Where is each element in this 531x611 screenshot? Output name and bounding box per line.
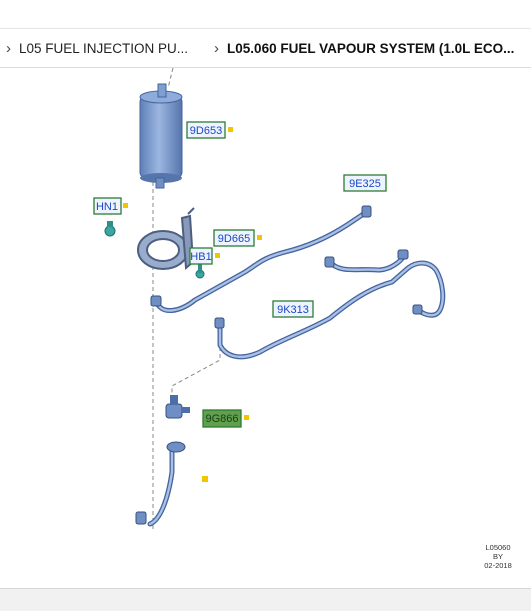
chevron-right-icon: › — [214, 39, 220, 57]
clip-hn1[interactable] — [104, 221, 116, 237]
callout-9g866[interactable]: 9G866 — [202, 409, 249, 428]
unlabeled-part-marker[interactable] — [202, 476, 208, 482]
top-strip — [0, 0, 531, 29]
svg-text:BY: BY — [493, 552, 503, 561]
callout-9e325[interactable]: 9E325 — [343, 174, 387, 192]
svg-text:9E325: 9E325 — [349, 178, 381, 190]
breadcrumb-item-fuel-injection[interactable]: L05 FUEL INJECTION PU... — [19, 40, 189, 56]
breadcrumb-item-fuel-vapour-system[interactable]: L05.060 FUEL VAPOUR SYSTEM (1.0L ECO... — [227, 40, 515, 56]
svg-text:HB1: HB1 — [190, 251, 211, 263]
parts-diagram: 9D653 9E325 HN1 9D665 HB1 9K313 9G866 L0… — [0, 67, 531, 588]
callout-hn1[interactable]: HN1 — [93, 197, 128, 215]
svg-text:9K313: 9K313 — [277, 304, 309, 316]
callout-hb1[interactable]: HB1 — [189, 247, 220, 265]
svg-text:L05060: L05060 — [485, 543, 510, 552]
bottom-scrollbar[interactable] — [0, 588, 531, 611]
charcoal-canister[interactable] — [139, 83, 183, 189]
chevron-right-icon: › — [6, 39, 11, 57]
svg-text:02-2018: 02-2018 — [484, 561, 512, 570]
callout-9k313[interactable]: 9K313 — [272, 300, 314, 318]
parts-diagram-svg: 9D653 9E325 HN1 9D665 HB1 9K313 9G866 L0… — [93, 67, 512, 570]
pipe-connectors[interactable] — [135, 205, 423, 525]
svg-text:9G866: 9G866 — [205, 413, 238, 425]
illustration-stamp: L05060 BY 02-2018 — [484, 543, 512, 570]
svg-text:9D665: 9D665 — [218, 233, 250, 245]
svg-text:HN1: HN1 — [96, 201, 118, 213]
callout-9d653[interactable]: 9D653 — [186, 121, 233, 139]
callout-9d665[interactable]: 9D665 — [213, 229, 262, 247]
breadcrumb: › L05 FUEL INJECTION PU... › L05.060 FUE… — [0, 29, 531, 68]
canister-bracket[interactable] — [137, 207, 195, 271]
svg-text:9D653: 9D653 — [190, 125, 222, 137]
vapour-pipes-highlight — [148, 211, 444, 526]
bolt-hb1[interactable] — [195, 264, 205, 279]
purge-valve[interactable] — [165, 395, 190, 419]
